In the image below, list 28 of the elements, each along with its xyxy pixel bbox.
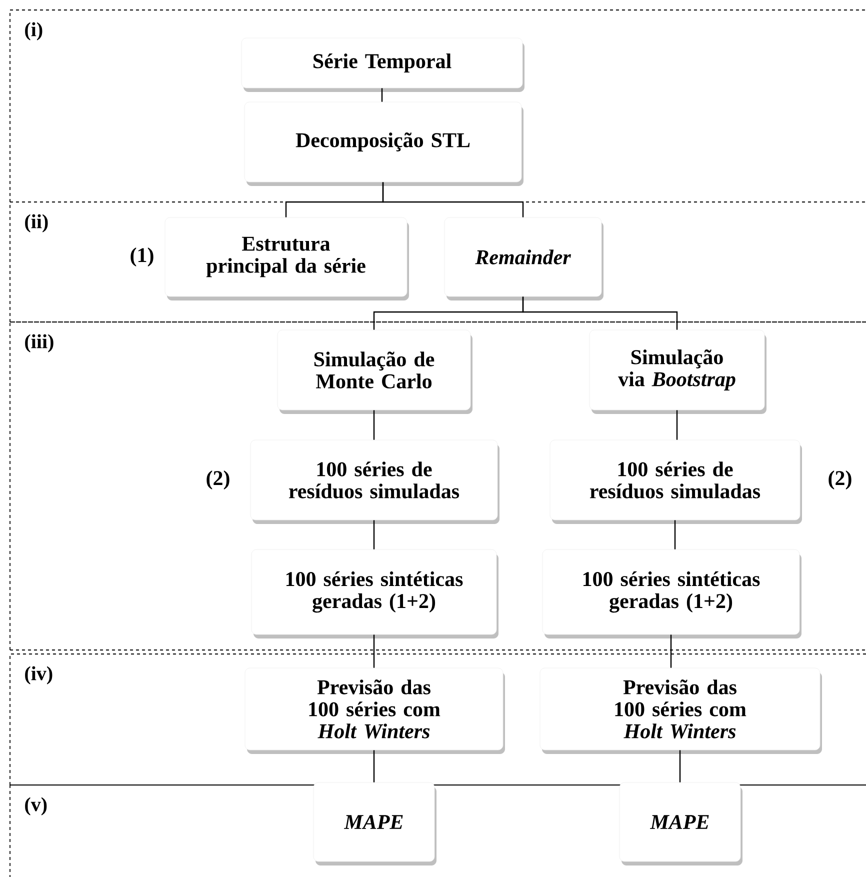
connector-line	[522, 296, 678, 330]
process-box: Previsão das 100 séries com Holt Winters	[244, 668, 505, 754]
connector-line	[670, 634, 672, 668]
process-box: Decomposição STL	[244, 102, 524, 186]
process-box: Estrutura principal da série	[164, 217, 409, 300]
process-box: 100 séries sintéticas geradas (1+2)	[251, 549, 498, 638]
connector-line	[373, 410, 375, 440]
process-box: 100 séries de resíduos simuladas	[250, 440, 500, 524]
connector-line	[676, 410, 678, 440]
process-box: Remainder	[444, 217, 604, 300]
process-box: Simulação via Bootstrap	[589, 330, 766, 414]
process-box: MAPE	[619, 782, 742, 866]
connector-line	[382, 182, 524, 218]
connector-line	[674, 520, 676, 550]
process-box: MAPE	[313, 782, 436, 866]
side-note: (2)	[828, 470, 852, 490]
side-note: (1)	[130, 247, 154, 267]
connector-line	[381, 88, 383, 102]
process-box: 100 séries sintéticas geradas (1+2)	[542, 549, 802, 638]
process-box: Série Temporal	[241, 38, 524, 92]
side-note: (2)	[206, 470, 230, 490]
connector-line	[679, 750, 681, 782]
connector-line	[373, 750, 375, 782]
connector-line	[373, 634, 375, 668]
process-box: Previsão das 100 séries com Holt Winters	[540, 668, 822, 754]
process-box: 100 séries de resíduos simuladas	[550, 440, 802, 524]
connector-line	[373, 520, 375, 550]
process-box: Simulação de Monte Carlo	[277, 330, 472, 414]
